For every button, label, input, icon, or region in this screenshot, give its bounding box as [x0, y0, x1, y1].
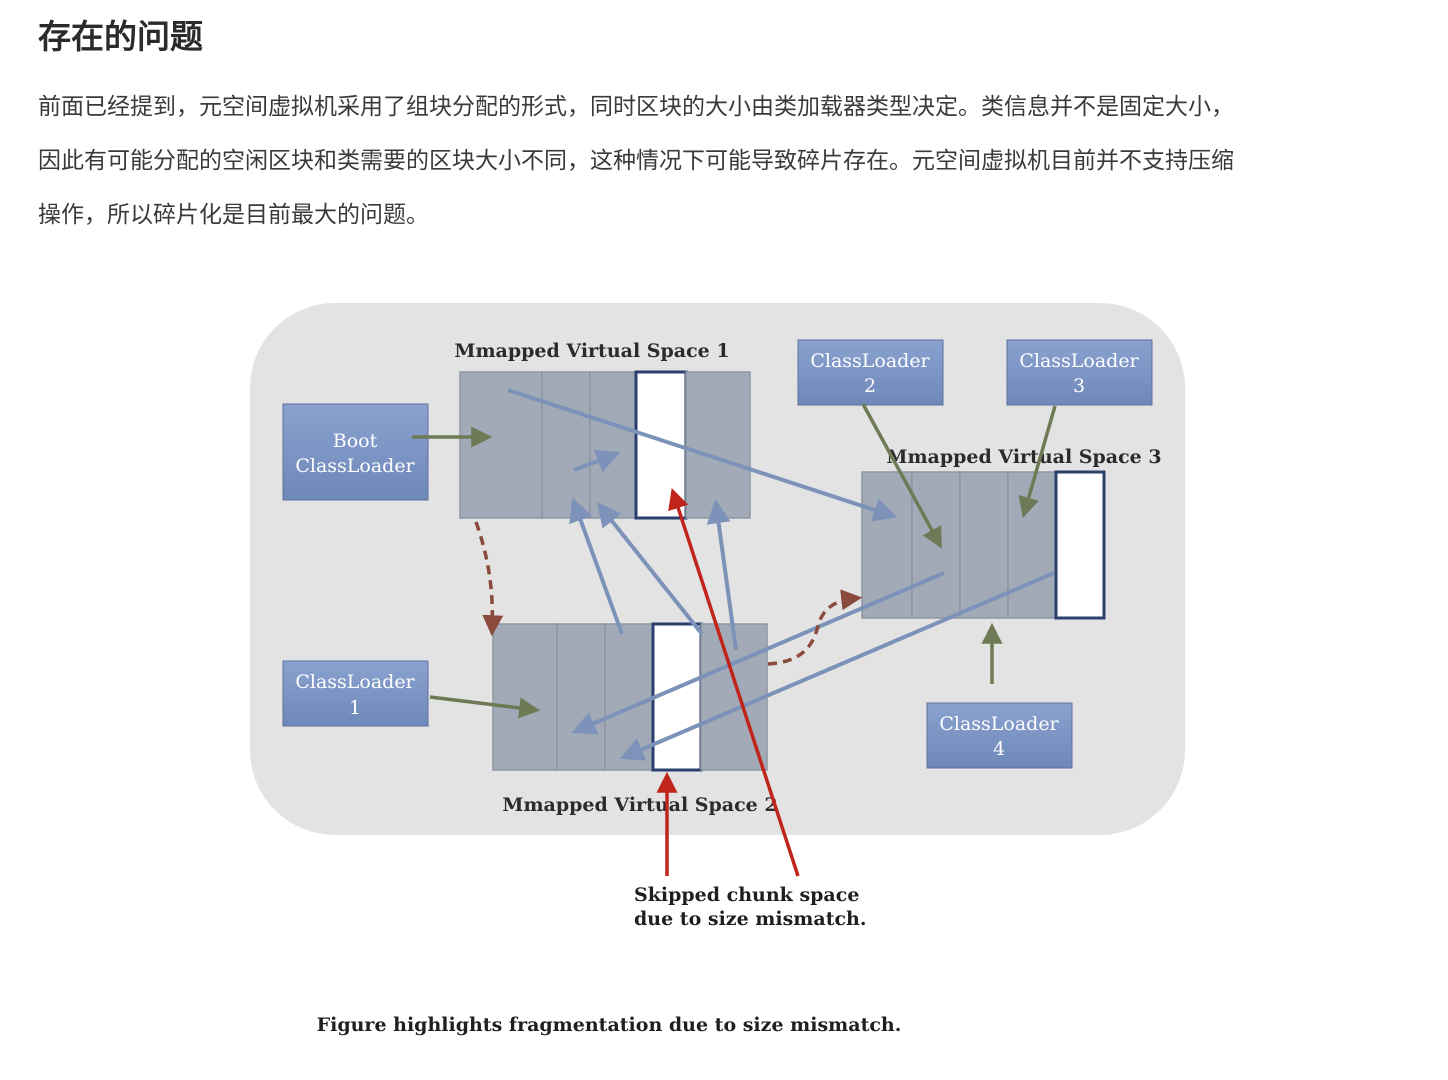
- classloader-1-box: ClassLoader 1: [282, 660, 429, 727]
- blue-arrow: [571, 571, 945, 735]
- blue-arrow: [569, 497, 624, 635]
- classloader-2-label: 2: [864, 375, 876, 397]
- blue-arrow: [573, 449, 621, 473]
- free-chunk: [651, 622, 703, 772]
- classloader-2-label: ClassLoader: [810, 350, 930, 372]
- chunk: [459, 371, 543, 519]
- chunk: [685, 371, 751, 519]
- classloader-3-label: 3: [1073, 375, 1085, 397]
- paragraph-line: 前面已经提到，元空间虚拟机采用了组块分配的形式，同时区块的大小由类加载器类型决定…: [38, 94, 1234, 120]
- virtual-space-1: [459, 370, 751, 520]
- space-2-label: Mmapped Virtual Space 2: [502, 794, 777, 816]
- green-arrow: [429, 695, 541, 719]
- classloader-1-label: 1: [349, 697, 361, 719]
- allocation-arrows: [507, 388, 1055, 761]
- skipped-chunk-arrows: [656, 488, 800, 877]
- paragraph-line: 操作，所以碎片化是目前最大的问题。: [38, 202, 429, 228]
- blue-arrow: [597, 502, 704, 636]
- section-heading: 存在的问题: [38, 17, 203, 56]
- blue-arrow: [507, 388, 898, 522]
- chunk: [861, 471, 913, 619]
- green-arrow: [861, 403, 943, 549]
- classloader-4-box: ClassLoader 4: [926, 702, 1073, 769]
- chunk: [492, 623, 558, 771]
- green-arrow: [1018, 405, 1057, 519]
- figure-caption: Figure highlights fragmentation due to s…: [317, 1014, 902, 1036]
- classloader-4-label: ClassLoader: [939, 713, 1059, 735]
- classloader-3-box: ClassLoader 3: [1006, 339, 1153, 406]
- article-paragraph: 前面已经提到，元空间虚拟机采用了组块分配的形式，同时区块的大小由类加载器类型决定…: [38, 80, 1418, 242]
- boot-classloader-label: Boot: [333, 430, 378, 452]
- classloader-2-box: ClassLoader 2: [797, 339, 944, 406]
- blue-arrow: [619, 571, 1055, 761]
- classloader-arrows: [412, 403, 1057, 719]
- blue-arrow: [706, 499, 738, 651]
- boot-classloader-box: Boot ClassLoader: [282, 403, 429, 501]
- classloader-1-label: ClassLoader: [295, 671, 415, 693]
- chunk: [1007, 471, 1057, 619]
- dashed-arrow: [474, 521, 504, 637]
- dashed-arrow: [767, 589, 863, 666]
- boot-classloader-label: ClassLoader: [295, 455, 415, 477]
- reservation-arrows: [474, 521, 863, 666]
- classloader-4-label: 4: [993, 738, 1005, 760]
- space-3-label: Mmapped Virtual Space 3: [886, 446, 1161, 468]
- chunk: [556, 623, 606, 771]
- chunk: [589, 371, 637, 519]
- space-1-label: Mmapped Virtual Space 1: [454, 340, 729, 362]
- chunk: [911, 471, 961, 619]
- free-chunk: [1054, 470, 1106, 620]
- classloader-3-label: ClassLoader: [1019, 350, 1139, 372]
- annotation-line: Skipped chunk space: [634, 884, 859, 906]
- annotation-line: due to size mismatch.: [634, 908, 866, 930]
- virtual-space-3: [861, 470, 1106, 620]
- virtual-space-2: [492, 622, 768, 772]
- chunk: [541, 371, 591, 519]
- red-arrow: [668, 488, 800, 877]
- paragraph-line: 因此有可能分配的空闲区块和类需要的区块大小不同，这种情况下可能导致碎片存在。元空…: [38, 148, 1234, 174]
